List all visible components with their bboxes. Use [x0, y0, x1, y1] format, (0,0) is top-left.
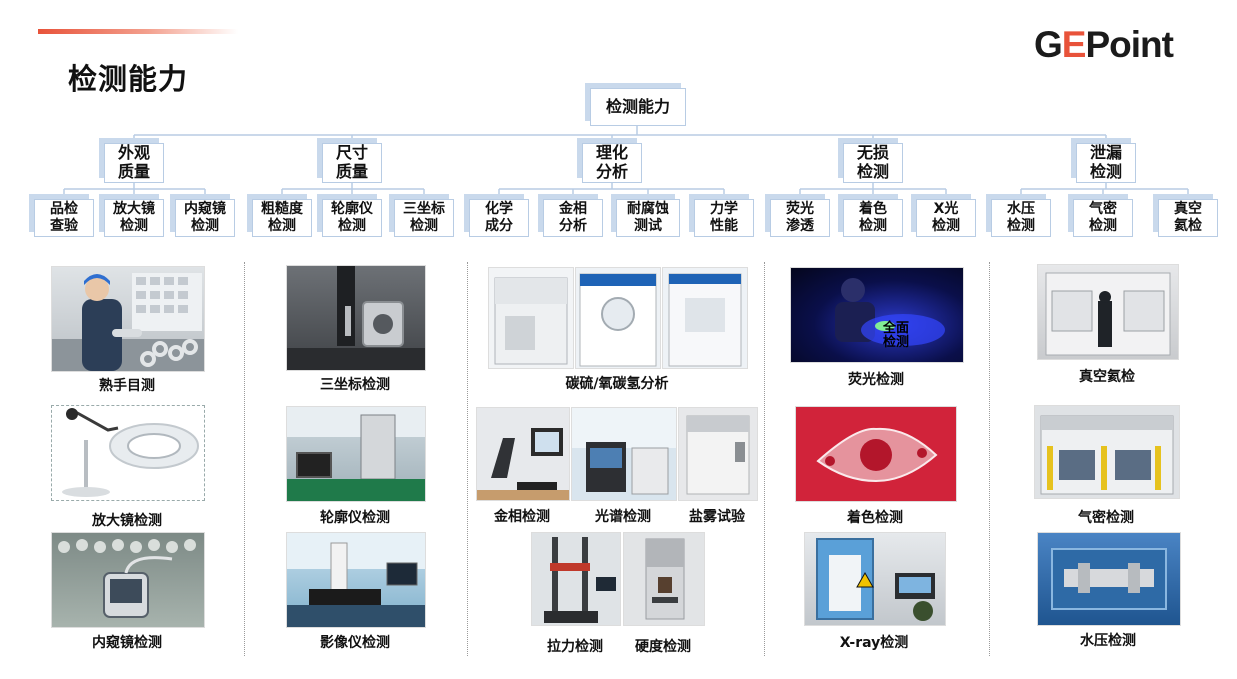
caption-vacuum-helium: 真空氦检 — [1079, 369, 1135, 385]
photo-overlay-text: 全面 检测 — [883, 321, 910, 350]
logo-letter-e: E — [1061, 24, 1087, 65]
caption-salt-spray: 盐雾试验 — [689, 509, 745, 525]
photo-carbon-sulfur-analyzer-2 — [575, 267, 661, 369]
category-appearance-quality: 外观 质量 — [104, 143, 164, 183]
column-divider — [764, 262, 765, 656]
photo-visual-inspection — [51, 266, 205, 372]
sub-hydro: 水压 检测 — [991, 199, 1051, 237]
category-nondestructive-testing: 无损 检测 — [843, 143, 903, 183]
caption-xray: X-ray检测 — [839, 635, 909, 651]
caption-profilometer: 轮廓仪检测 — [320, 510, 390, 526]
title-accent-line — [38, 29, 238, 34]
caption-cmm: 三坐标检测 — [320, 377, 390, 393]
caption-hardness: 硬度检测 — [635, 639, 691, 655]
photo-cmm — [286, 265, 426, 371]
caption-dye-penetrant: 着色检测 — [847, 510, 903, 526]
photo-dye-penetrant — [795, 406, 957, 502]
sub-inspection: 品检 查验 — [34, 199, 94, 237]
sub-magnifier: 放大镜 检测 — [104, 199, 164, 237]
photo-hardness-tester — [623, 532, 705, 626]
photo-image-measurer — [286, 532, 426, 628]
photo-vacuum-helium — [1037, 264, 1179, 360]
sub-chemical: 化学 成分 — [469, 199, 529, 237]
sub-endoscope: 内窥镜 检测 — [175, 199, 235, 237]
caption-tensile: 拉力检测 — [547, 639, 603, 655]
tree-connector-lines — [63, 126, 1189, 199]
sub-dye: 着色 检测 — [843, 199, 903, 237]
photo-magnifier — [51, 405, 205, 501]
logo-word-point: Point — [1085, 24, 1173, 65]
photo-endoscope — [51, 532, 205, 628]
photo-carbon-sulfur-analyzer-3 — [662, 267, 748, 369]
sub-mechanical: 力学 性能 — [694, 199, 754, 237]
sub-corrosion: 耐腐蚀 测试 — [616, 199, 680, 237]
sub-roughness: 粗糙度 检测 — [252, 199, 312, 237]
sub-vacuum-helium: 真空 氦检 — [1158, 199, 1218, 237]
column-divider — [244, 262, 245, 656]
sub-cmm: 三坐标 检测 — [394, 199, 454, 237]
tree-root-node: 检测能力 — [590, 88, 686, 126]
sub-metallographic: 金相 分析 — [543, 199, 603, 237]
caption-visual-inspection: 熟手目测 — [99, 378, 155, 394]
photo-profilometer — [286, 406, 426, 502]
caption-carbon-sulfur: 碳硫/氧碳氢分析 — [565, 376, 669, 392]
page-title: 检测能力 — [68, 62, 189, 96]
column-divider — [467, 262, 468, 656]
sub-profilometer: 轮廓仪 检测 — [322, 199, 382, 237]
photo-hydrostatic — [1037, 532, 1181, 626]
caption-hydrostatic: 水压检测 — [1080, 633, 1136, 649]
category-physchem-analysis: 理化 分析 — [582, 143, 642, 183]
logo-letter-g: G — [1034, 24, 1063, 65]
caption-endoscope: 内窥镜检测 — [92, 635, 162, 651]
column-divider — [989, 262, 990, 656]
photo-fluorescent: 全面 检测 — [790, 267, 964, 363]
caption-spectrometer: 光谱检测 — [595, 509, 651, 525]
caption-airtight: 气密检测 — [1078, 510, 1134, 526]
photo-salt-spray — [678, 407, 758, 501]
photo-xray — [804, 532, 946, 626]
photo-tensile-tester — [531, 532, 621, 626]
caption-fluorescent: 荧光检测 — [848, 372, 904, 388]
caption-magnifier: 放大镜检测 — [92, 513, 162, 529]
category-dimension-quality: 尺寸 质量 — [322, 143, 382, 183]
photo-metallographic — [476, 407, 570, 501]
photo-airtight — [1034, 405, 1180, 499]
sub-fluorescent: 荧光 渗透 — [770, 199, 830, 237]
category-leak-testing: 泄漏 检测 — [1076, 143, 1136, 183]
photo-spectrometer — [571, 407, 677, 501]
company-logo: GEPoint — [1034, 24, 1174, 66]
sub-xray: X光 检测 — [916, 199, 976, 237]
sub-airtight: 气密 检测 — [1073, 199, 1133, 237]
photo-carbon-sulfur-analyzer-1 — [488, 267, 574, 369]
caption-metallographic: 金相检测 — [494, 509, 550, 525]
caption-image-measurer: 影像仪检测 — [320, 635, 390, 651]
